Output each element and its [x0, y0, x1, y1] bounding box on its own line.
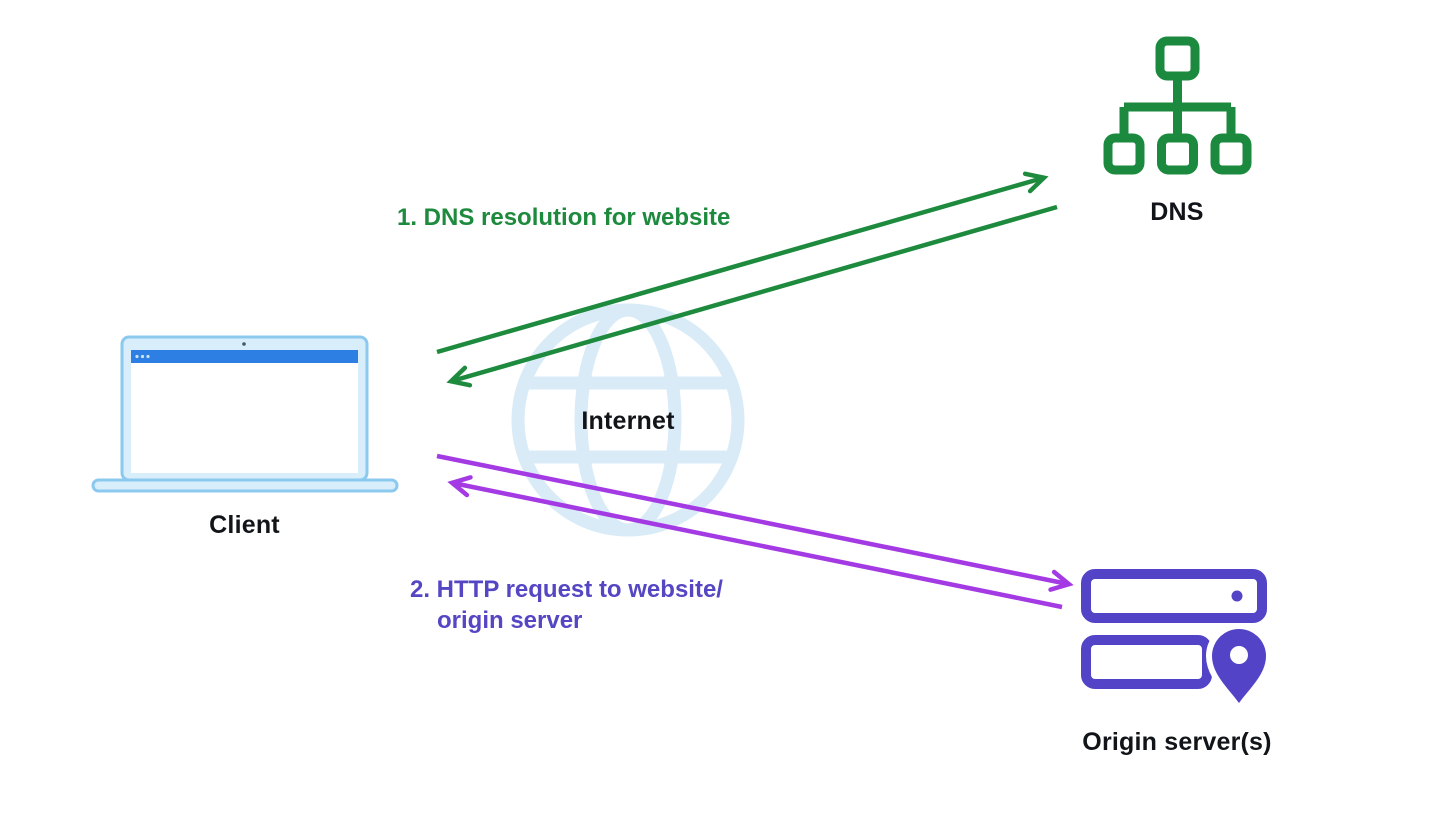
http-response-arrow [447, 475, 1063, 610]
dns-request-arrow [436, 171, 1049, 355]
dns-response-arrow [446, 204, 1058, 388]
internet-globe-icon [511, 303, 745, 537]
dns-resolution-annotation: 1. DNS resolution for website [397, 204, 731, 231]
client-laptop-icon [91, 335, 399, 493]
dns-label: DNS [1150, 198, 1204, 226]
http-request-arrow [436, 453, 1074, 592]
origin-server-icon [1081, 569, 1273, 714]
http-request-annotation: 2. HTTP request to website/ origin serve… [410, 574, 723, 636]
http-request-annotation-line1: 2. HTTP request to website/ [410, 576, 723, 603]
server-indicator-dot [1231, 590, 1243, 602]
dns-icon [1103, 36, 1252, 175]
laptop-base [91, 478, 399, 493]
laptop-titlebar [131, 350, 358, 363]
location-pin-icon [1212, 629, 1266, 703]
laptop-camera-dot [242, 342, 246, 346]
http-request-annotation-line2: origin server [437, 607, 583, 634]
laptop-screen [131, 363, 358, 473]
internet-label: Internet [581, 407, 675, 435]
client-label: Client [209, 511, 280, 539]
origin-server-label: Origin server(s) [1082, 728, 1272, 756]
